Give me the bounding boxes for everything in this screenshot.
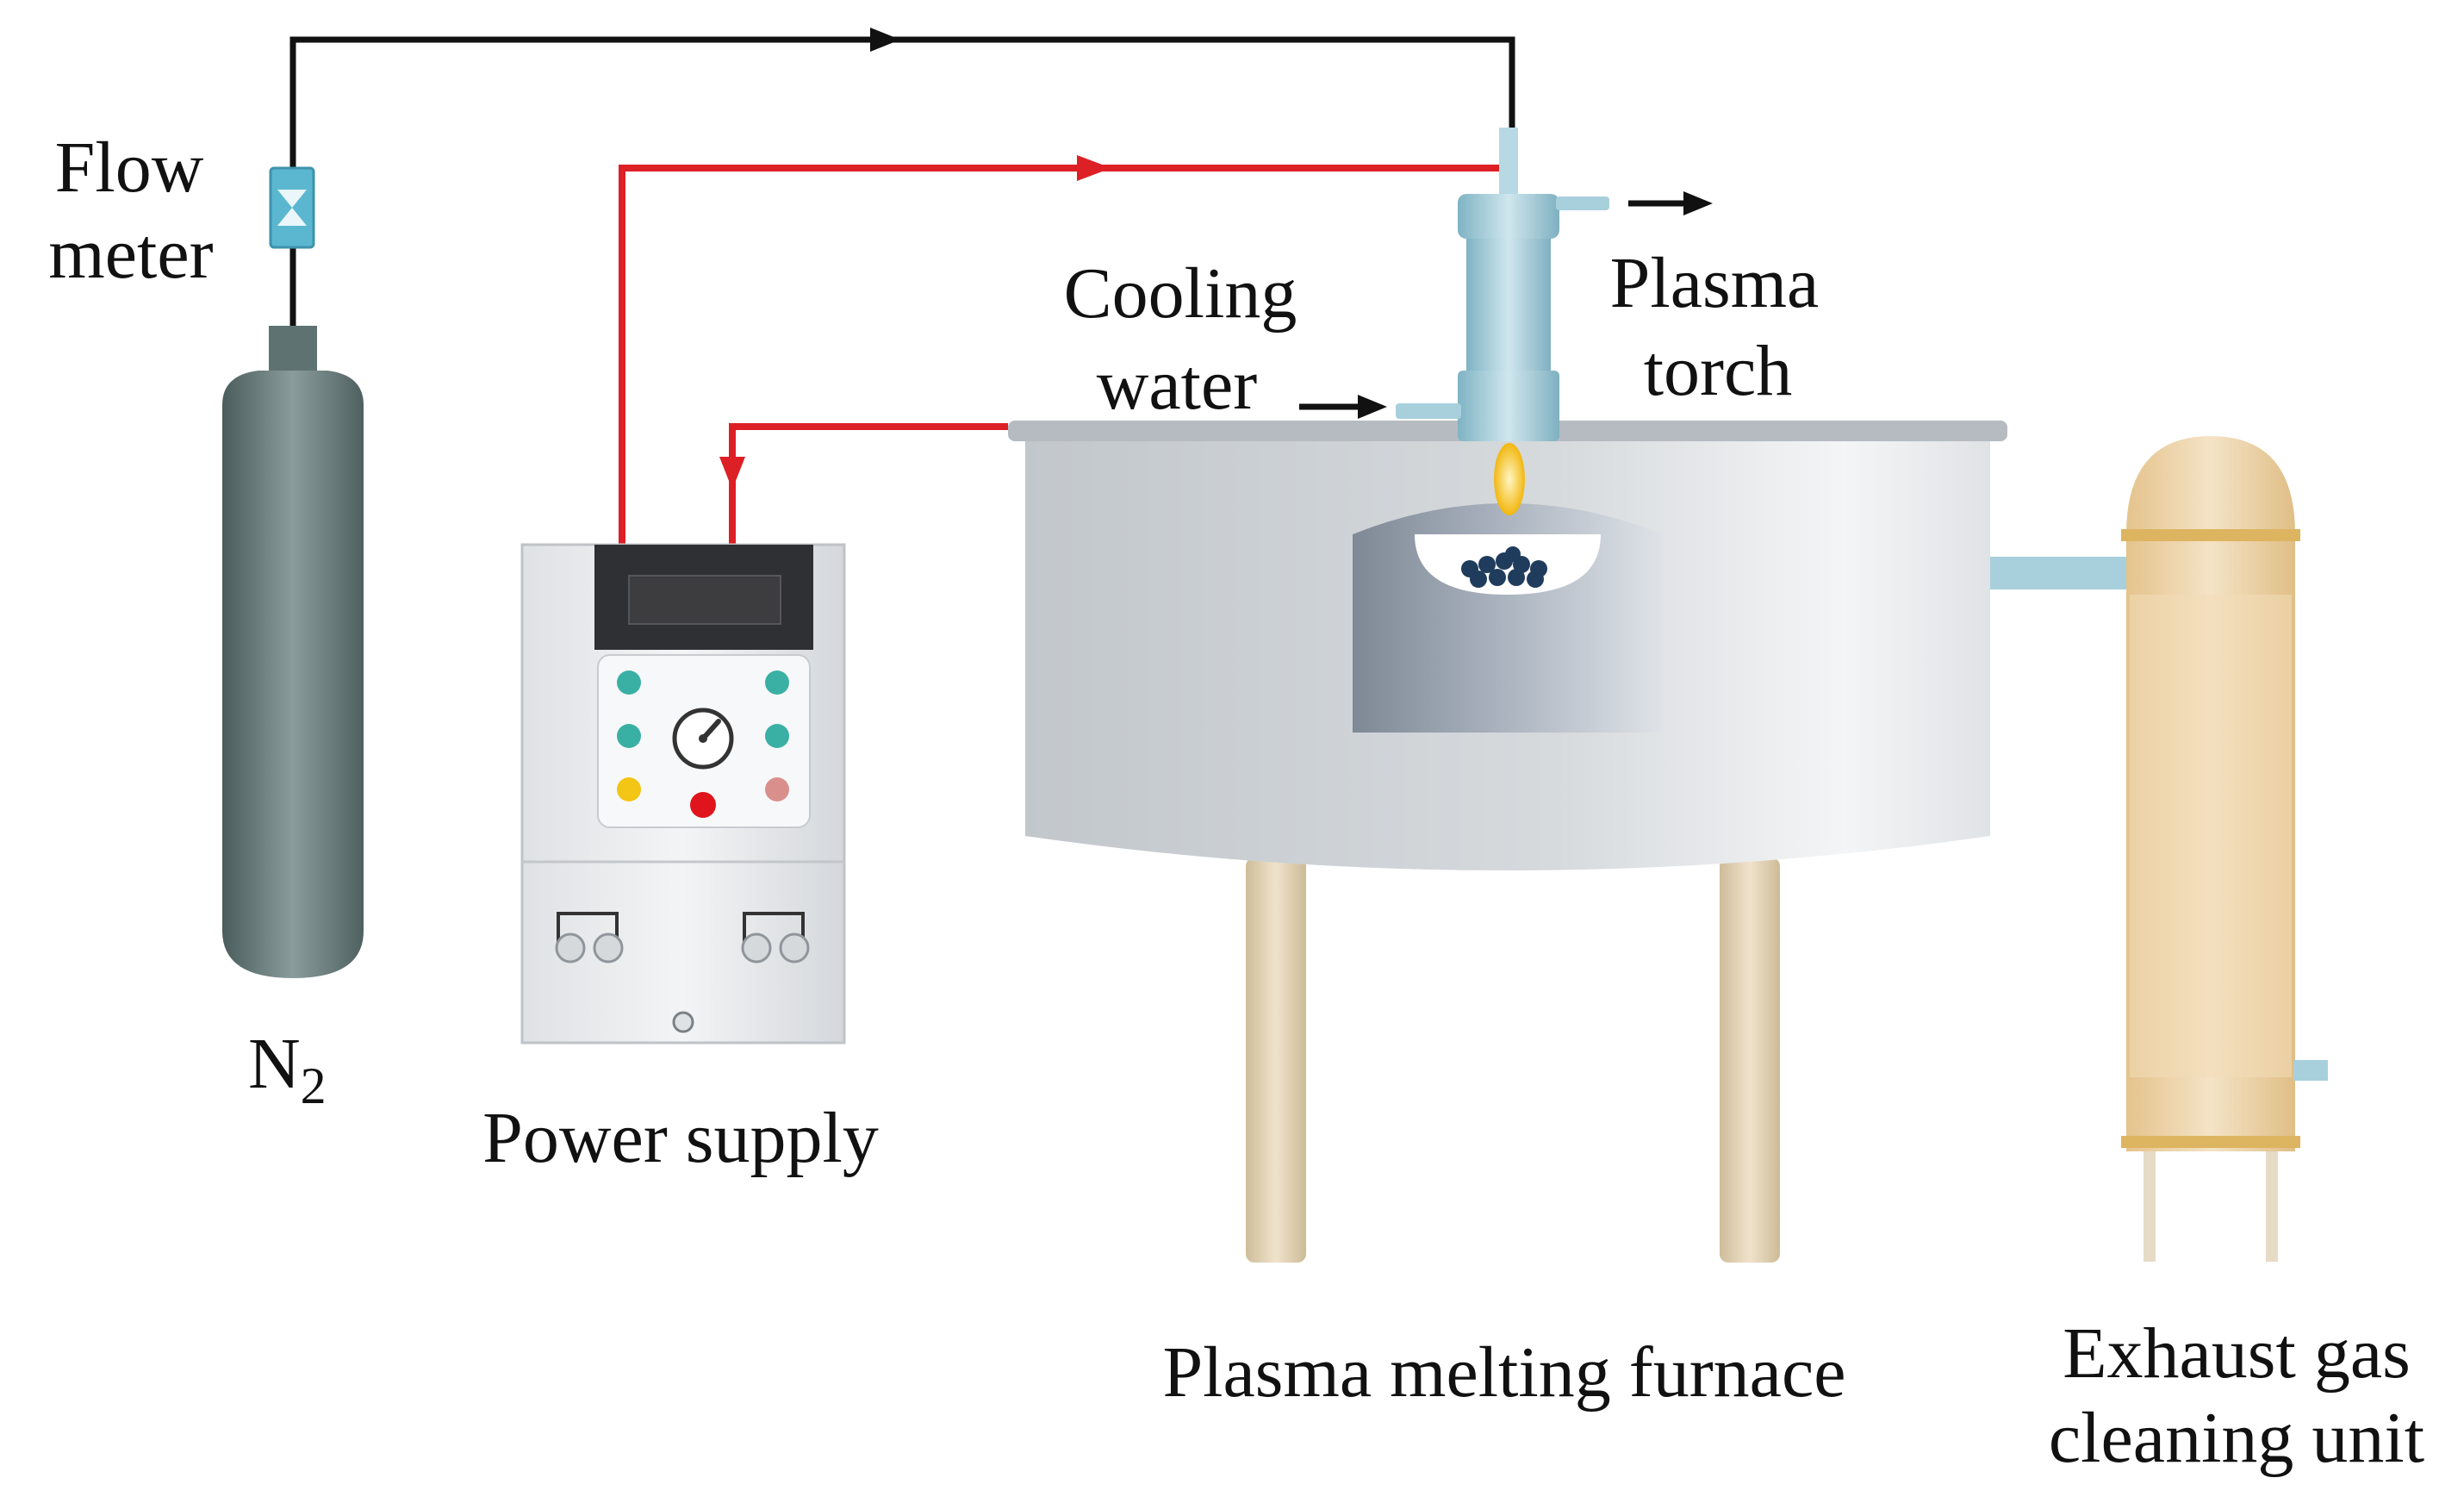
svg-text:Plasma: Plasma — [1610, 243, 1820, 323]
flow-meter — [269, 166, 315, 249]
power-lines — [619, 155, 1499, 552]
plasma-torch — [1396, 128, 1609, 515]
plasma-torch-label-line1: Plasma — [1610, 243, 1820, 323]
n2-subscript: 2 — [301, 1057, 327, 1114]
nitrogen-gas-line — [289, 28, 1515, 327]
svg-text:water: water — [1097, 345, 1258, 425]
svg-text:cleaning unit: cleaning unit — [2049, 1398, 2424, 1478]
exhaust-label-line1: Exhaust gas — [2063, 1313, 2411, 1394]
labels: Flow meter N2 Power supply Cooling water… — [48, 128, 2424, 1478]
flow-meter-label-line1: Flow — [55, 128, 204, 208]
svg-text:Flow: Flow — [55, 128, 204, 208]
power-flow-arrow-down — [719, 457, 745, 490]
power-flow-arrow-right — [1077, 155, 1111, 181]
exhaust-label-line2: cleaning unit — [2049, 1398, 2424, 1478]
svg-text:Power supply: Power supply — [482, 1098, 879, 1178]
power-supply-unit — [520, 543, 846, 1045]
flow-meter-label-line2: meter — [48, 214, 213, 294]
terminal-left-icon — [555, 912, 624, 964]
svg-text:torch: torch — [1644, 331, 1793, 411]
gas-pipe — [289, 36, 1515, 327]
cooling-water-label-line1: Cooling — [1064, 253, 1297, 334]
n2-label: N — [248, 1024, 301, 1104]
melt-sample-particles — [1461, 546, 1547, 588]
power-line-lower — [729, 423, 1008, 552]
svg-text:N2: N2 — [248, 1024, 327, 1114]
svg-text:Cooling: Cooling — [1064, 253, 1297, 334]
cooling-water-label-line2: water — [1097, 345, 1258, 425]
power-supply-label: Power supply — [482, 1098, 879, 1178]
exhaust-gas-cleaning-unit — [2121, 436, 2328, 1262]
flame — [1494, 443, 1525, 515]
terminal-right-icon — [741, 912, 810, 964]
power-line-upper — [619, 165, 1499, 552]
svg-text:meter: meter — [48, 214, 213, 294]
plasma-torch-label-line2: torch — [1644, 331, 1793, 411]
gauge-icon — [672, 708, 734, 770]
svg-text:Plasma melting furnace: Plasma melting furnace — [1162, 1332, 1845, 1413]
svg-text:Exhaust gas: Exhaust gas — [2063, 1313, 2411, 1394]
furnace-legs — [1246, 858, 1780, 1263]
gas-flow-arrow — [870, 28, 900, 52]
cooling-water-arrows — [1299, 191, 1713, 419]
furnace-label: Plasma melting furnace — [1162, 1332, 1845, 1413]
nitrogen-cylinder — [222, 326, 364, 978]
plasma-melting-furnace — [1008, 421, 2128, 870]
